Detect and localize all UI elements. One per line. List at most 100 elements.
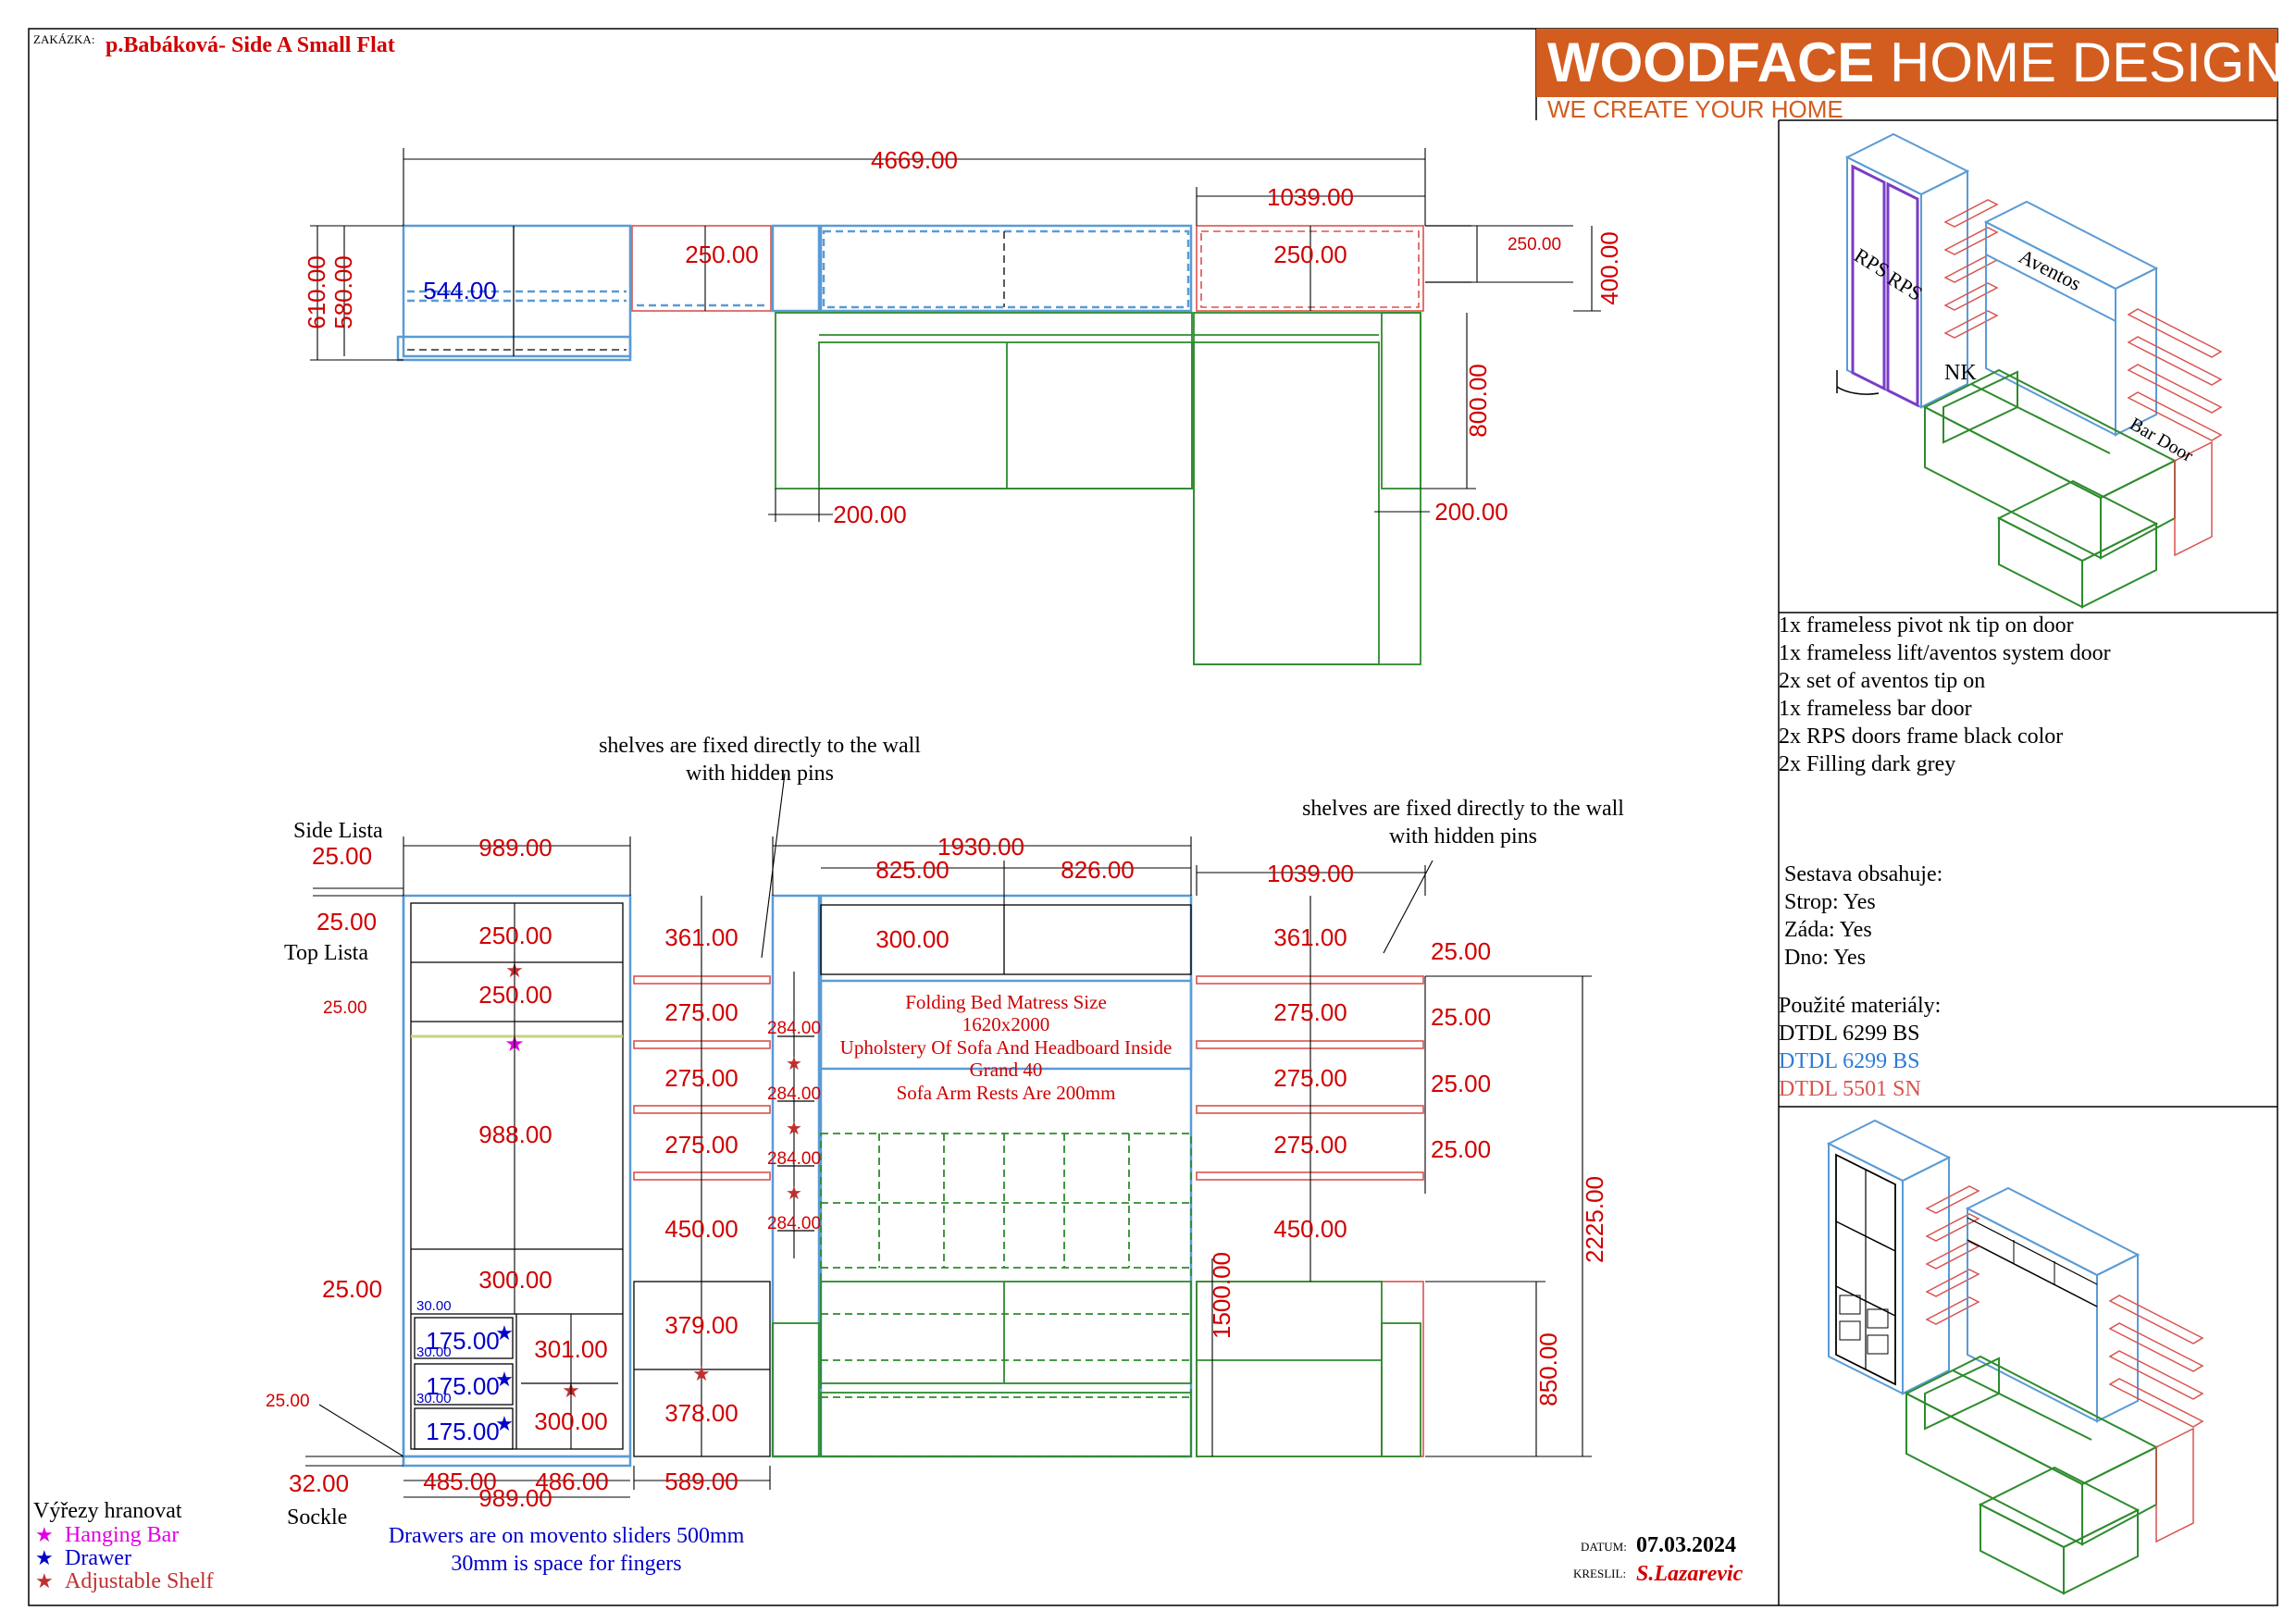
legend-star-hanging-bar: ★	[35, 1523, 54, 1546]
spec-list: 1x frameless pivot nk tip on door 1x fra…	[1779, 613, 2111, 1101]
dim-sh-275c: 275.00	[664, 1131, 738, 1158]
svg-text:★: ★	[786, 1183, 802, 1204]
dim-dr-175b: 175.00	[426, 1372, 500, 1400]
svg-text:★: ★	[786, 1119, 802, 1139]
drawn-by: S.Lazarevic	[1636, 1562, 1744, 1586]
dim-plan-250a: 250.00	[685, 241, 759, 268]
label-sockle: Sockle	[287, 1505, 347, 1530]
spec-item-1: 1x frameless pivot nk tip on door	[1779, 613, 2074, 638]
dim-dr-30a: 30.00	[416, 1298, 452, 1314]
date-label: DATUM:	[1581, 1540, 1627, 1554]
dim-plan-arm-left: 200.00	[833, 501, 907, 528]
folding-bed-cabinet: Folding Bed Matress Size 1620x2000 Uphol…	[819, 894, 1193, 1458]
plan-view: 4669.00 1039.00 610.00 580.00 544.00 250…	[303, 146, 1623, 665]
dim-plan-400: 400.00	[1595, 231, 1623, 305]
dim-bed-300: 300.00	[875, 925, 949, 953]
svg-text:★: ★	[495, 1368, 514, 1391]
dim-dr-30c: 30.00	[416, 1391, 452, 1406]
dim-right-1039: 1039.00	[1267, 860, 1354, 887]
dim-small-25: 25.00	[323, 998, 367, 1018]
dim-sockle-32: 32.00	[289, 1469, 349, 1497]
drawn-label: KRESLIL:	[1573, 1567, 1626, 1580]
dim-bot-485: 485.00	[423, 1468, 497, 1495]
dim-sh-275a: 275.00	[664, 998, 738, 1026]
dim-r-25c: 25.00	[1431, 1070, 1491, 1097]
dim-top-25: 25.00	[316, 908, 377, 935]
dim-wardrobe-width: 989.00	[478, 834, 552, 861]
dim-plan-arm-right: 200.00	[1434, 498, 1508, 526]
dim-nk-284b: 284.00	[767, 1084, 821, 1104]
note-shelves-right-1: shelves are fixed directly to the wall	[1302, 797, 1624, 821]
note-shelves-left-1: shelves are fixed directly to the wall	[599, 734, 921, 758]
dim-r-275c: 275.00	[1273, 1131, 1347, 1158]
dim-sh-379: 379.00	[664, 1311, 738, 1339]
dim-plan-250b: 250.00	[1273, 241, 1347, 268]
note-drawers-2: 30mm is space for fingers	[451, 1552, 681, 1576]
dim-r-361: 361.00	[1273, 923, 1347, 951]
spec-item-3: 2x set of aventos tip on	[1779, 669, 1985, 693]
dim-r-450: 450.00	[1273, 1215, 1347, 1243]
bed-note-3: Upholstery Of Sofa And Headboard Inside	[840, 1036, 1173, 1059]
dim-r-25a: 25.00	[1431, 937, 1491, 965]
logo-tagline: WE CREATE YOUR HOME	[1547, 95, 1843, 123]
dim-nk-284d: 284.00	[767, 1214, 821, 1233]
dim-bed-1930: 1930.00	[937, 833, 1024, 861]
dim-r-2225: 2225.00	[1581, 1176, 1608, 1263]
dim-plan-800: 800.00	[1464, 364, 1492, 438]
note-shelves-left-2: with hidden pins	[686, 762, 834, 786]
drawer-star: ★	[495, 1321, 514, 1344]
dim-dr-175a: 175.00	[426, 1327, 500, 1355]
dim-r-275b: 275.00	[1273, 1064, 1347, 1092]
bed-note-5: Sofa Arm Rests Are 200mm	[897, 1082, 1116, 1104]
spec-item-5: 2x RPS doors frame black color	[1779, 725, 2063, 749]
dim-r-25d: 25.00	[1431, 1135, 1491, 1163]
bed-note-2: 1620x2000	[962, 1013, 1050, 1035]
dim-wr-300b: 300.00	[534, 1407, 608, 1435]
order-label: ZAKÁZKA:	[33, 32, 94, 46]
svg-text:★: ★	[692, 1362, 711, 1385]
dim-wr-988: 988.00	[478, 1121, 552, 1148]
legend-star-adjustable-shelf: ★	[35, 1569, 54, 1592]
order-title: p.Babáková- Side A Small Flat	[105, 33, 395, 57]
isometric-view-bottom	[1826, 1119, 2204, 1595]
dim-right-width: 1039.00	[1267, 183, 1354, 211]
footer: DATUM: 07.03.2024 KRESLIL: S.Lazarevic	[1573, 1533, 1744, 1586]
sestava-item-2: Záda: Yes	[1784, 918, 1872, 942]
sestava-item-1: Strop: Yes	[1784, 890, 1876, 914]
dim-side-lista: 25.00	[312, 842, 372, 870]
label-side-lista: Side Lista	[293, 819, 383, 843]
brand-logo: WOODFACE HOME DESIGN WE CREATE YOUR HOME	[1536, 29, 2285, 123]
dim-bed-825: 825.00	[875, 856, 949, 884]
spec-item-4: 1x frameless bar door	[1779, 697, 1972, 721]
bed-note-1: Folding Bed Matress Size	[905, 991, 1107, 1013]
logo-background	[1536, 29, 2277, 97]
dim-bed-1500: 1500.00	[1208, 1252, 1235, 1339]
svg-text:★: ★	[786, 1054, 802, 1074]
note-shelves-right-2: with hidden pins	[1389, 824, 1537, 849]
legend: Výřezy hranovat ★ Hanging Bar ★ Drawer ★…	[33, 1499, 214, 1593]
dim-plan-250c: 250.00	[1508, 235, 1561, 254]
dim-dr-175c: 175.00	[426, 1418, 500, 1445]
label-top-lista: Top Lista	[284, 941, 368, 965]
dim-bed-826: 826.00	[1061, 856, 1135, 884]
date-value: 07.03.2024	[1636, 1533, 1736, 1557]
material-3: DTDL 5501 SN	[1779, 1077, 1921, 1101]
dim-wr-25: 25.00	[322, 1275, 382, 1303]
elevation-view: ★ ★ ★ ★ ★ ★ ★ ★ ★ ★	[266, 734, 1624, 1576]
iso-label-bar-door: Bar Door	[2127, 414, 2197, 466]
legend-label-drawer: Drawer	[65, 1546, 131, 1570]
logo-brand-light: HOME DESIGN	[1874, 31, 2284, 93]
sestava-item-3: Dno: Yes	[1784, 946, 1866, 970]
dim-bot-486: 486.00	[535, 1468, 609, 1495]
iso-label-rps-2: RPS	[1883, 266, 1926, 305]
dim-r-25b: 25.00	[1431, 1003, 1491, 1031]
dim-wr-300: 300.00	[478, 1266, 552, 1294]
svg-text:★: ★	[495, 1412, 514, 1435]
left-open-shelves: ★	[633, 896, 771, 1457]
dim-nk-284c: 284.00	[767, 1149, 821, 1169]
spec-item-6: 2x Filling dark grey	[1779, 752, 1955, 776]
legend-label-hanging-bar: Hanging Bar	[65, 1523, 179, 1547]
spec-item-2: 1x frameless lift/aventos system door	[1779, 641, 2111, 665]
dim-sh-361: 361.00	[664, 923, 738, 951]
